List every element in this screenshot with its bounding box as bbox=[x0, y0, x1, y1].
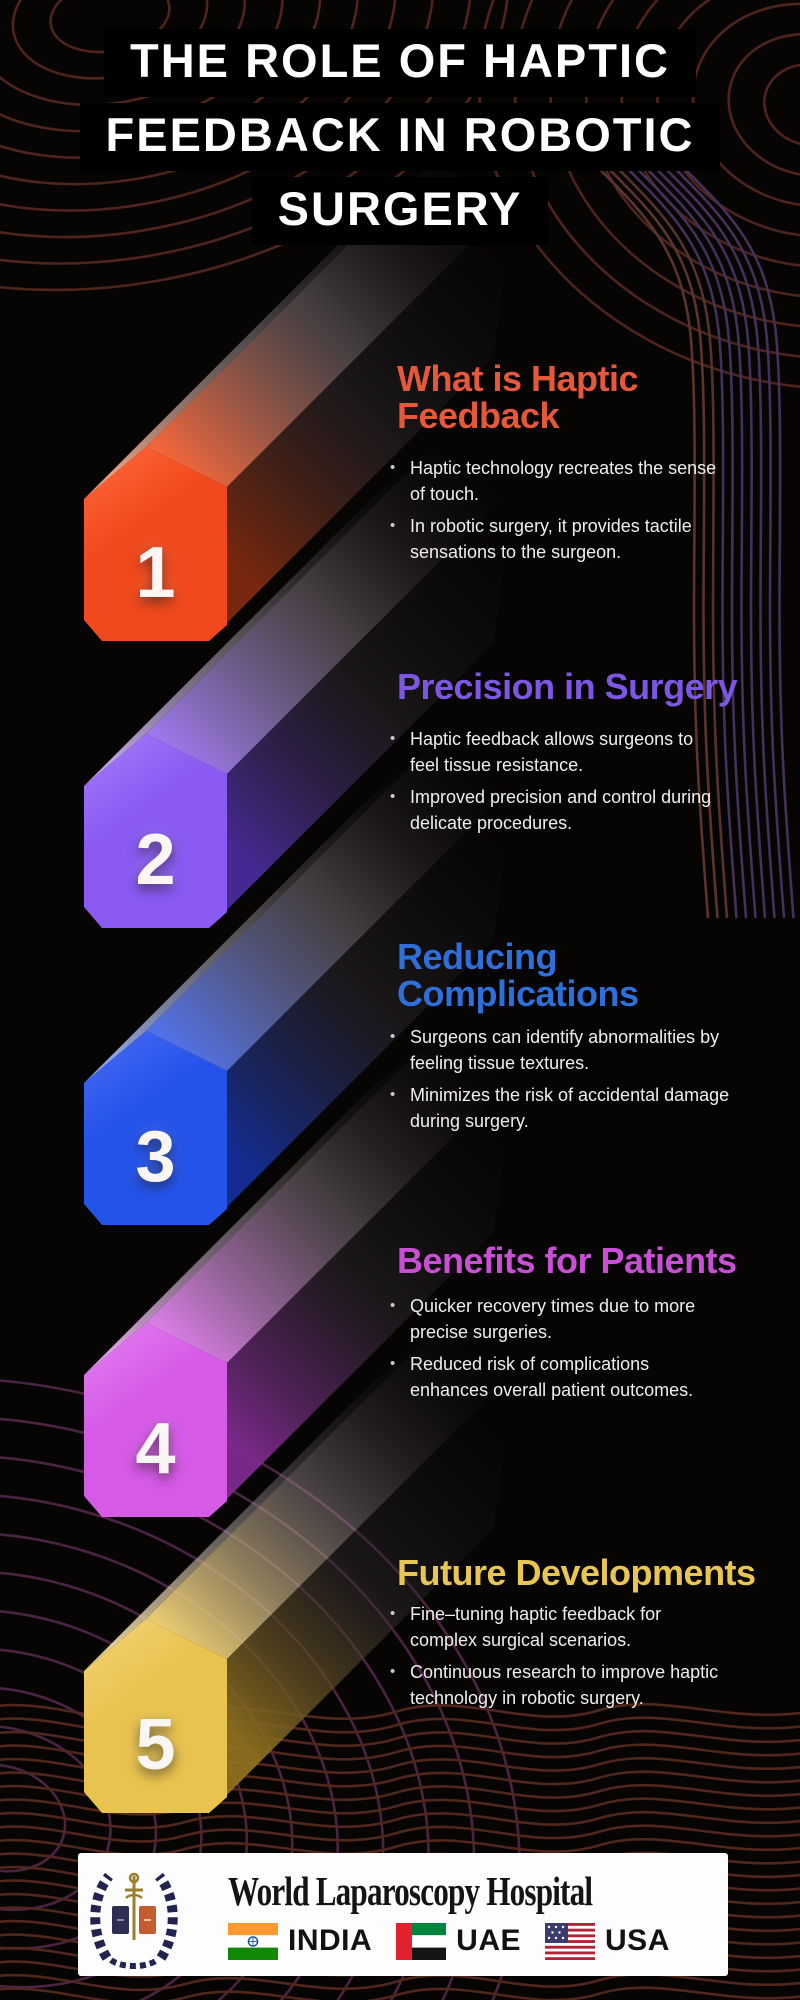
page-title-line: SURGERY bbox=[251, 176, 549, 246]
page-title-line: FEEDBACK IN ROBOTIC bbox=[79, 102, 721, 172]
step-number: 2 bbox=[135, 820, 176, 900]
section-heading-5: Future Developments bbox=[397, 1552, 756, 1593]
section-heading-2: Precision in Surgery bbox=[397, 666, 738, 707]
bullet-item: In robotic surgery, it provides tactiles… bbox=[384, 513, 756, 565]
country-india: INDIA bbox=[228, 1922, 372, 1960]
bullet-item: Improved precision and control duringdel… bbox=[384, 784, 756, 836]
step-3d-shape-5 bbox=[84, 1334, 512, 1813]
hospital-wreath-logo-icon bbox=[90, 1872, 178, 1969]
india-flag-icon bbox=[228, 1922, 278, 1960]
hospital-logo-bar: World Laparoscopy Hospital INDIA bbox=[78, 1853, 728, 1976]
bullet-item: Quicker recovery times due to moreprecis… bbox=[384, 1293, 756, 1345]
bullet-item: Surgeons can identify abnormalities byfe… bbox=[384, 1024, 756, 1076]
bullet-item: Continuous research to improve haptictec… bbox=[384, 1659, 756, 1711]
country-uae: UAE bbox=[396, 1922, 521, 1960]
section-bullets-4: Quicker recovery times due to moreprecis… bbox=[384, 1293, 756, 1409]
section-bullets-1: Haptic technology recreates the senseof … bbox=[384, 455, 756, 571]
step-number: 5 bbox=[135, 1705, 176, 1785]
step-number: 1 bbox=[135, 533, 176, 613]
bullet-item: Haptic technology recreates the senseof … bbox=[384, 455, 756, 507]
countries-row: INDIA UAE bbox=[228, 1922, 694, 1960]
country-usa: USA bbox=[545, 1922, 670, 1960]
uae-flag-icon bbox=[396, 1922, 447, 1960]
section-heading-3: Reducing Complications bbox=[397, 936, 639, 1014]
hospital-name: World Laparoscopy Hospital bbox=[228, 1868, 593, 1915]
step-number: 4 bbox=[135, 1409, 176, 1489]
step-number: 3 bbox=[135, 1117, 176, 1197]
title-block: THE ROLE OF HAPTIC FEEDBACK IN ROBOTIC S… bbox=[0, 26, 800, 248]
section-heading-1: What is Haptic Feedback bbox=[397, 358, 639, 436]
section-heading-4: Benefits for Patients bbox=[397, 1240, 737, 1281]
usa-flag-icon bbox=[545, 1922, 596, 1960]
section-bullets-3: Surgeons can identify abnormalities byfe… bbox=[384, 1024, 756, 1140]
page-title-line: THE ROLE OF HAPTIC bbox=[104, 28, 696, 98]
bullet-item: Minimizes the risk of accidental damaged… bbox=[384, 1082, 756, 1134]
